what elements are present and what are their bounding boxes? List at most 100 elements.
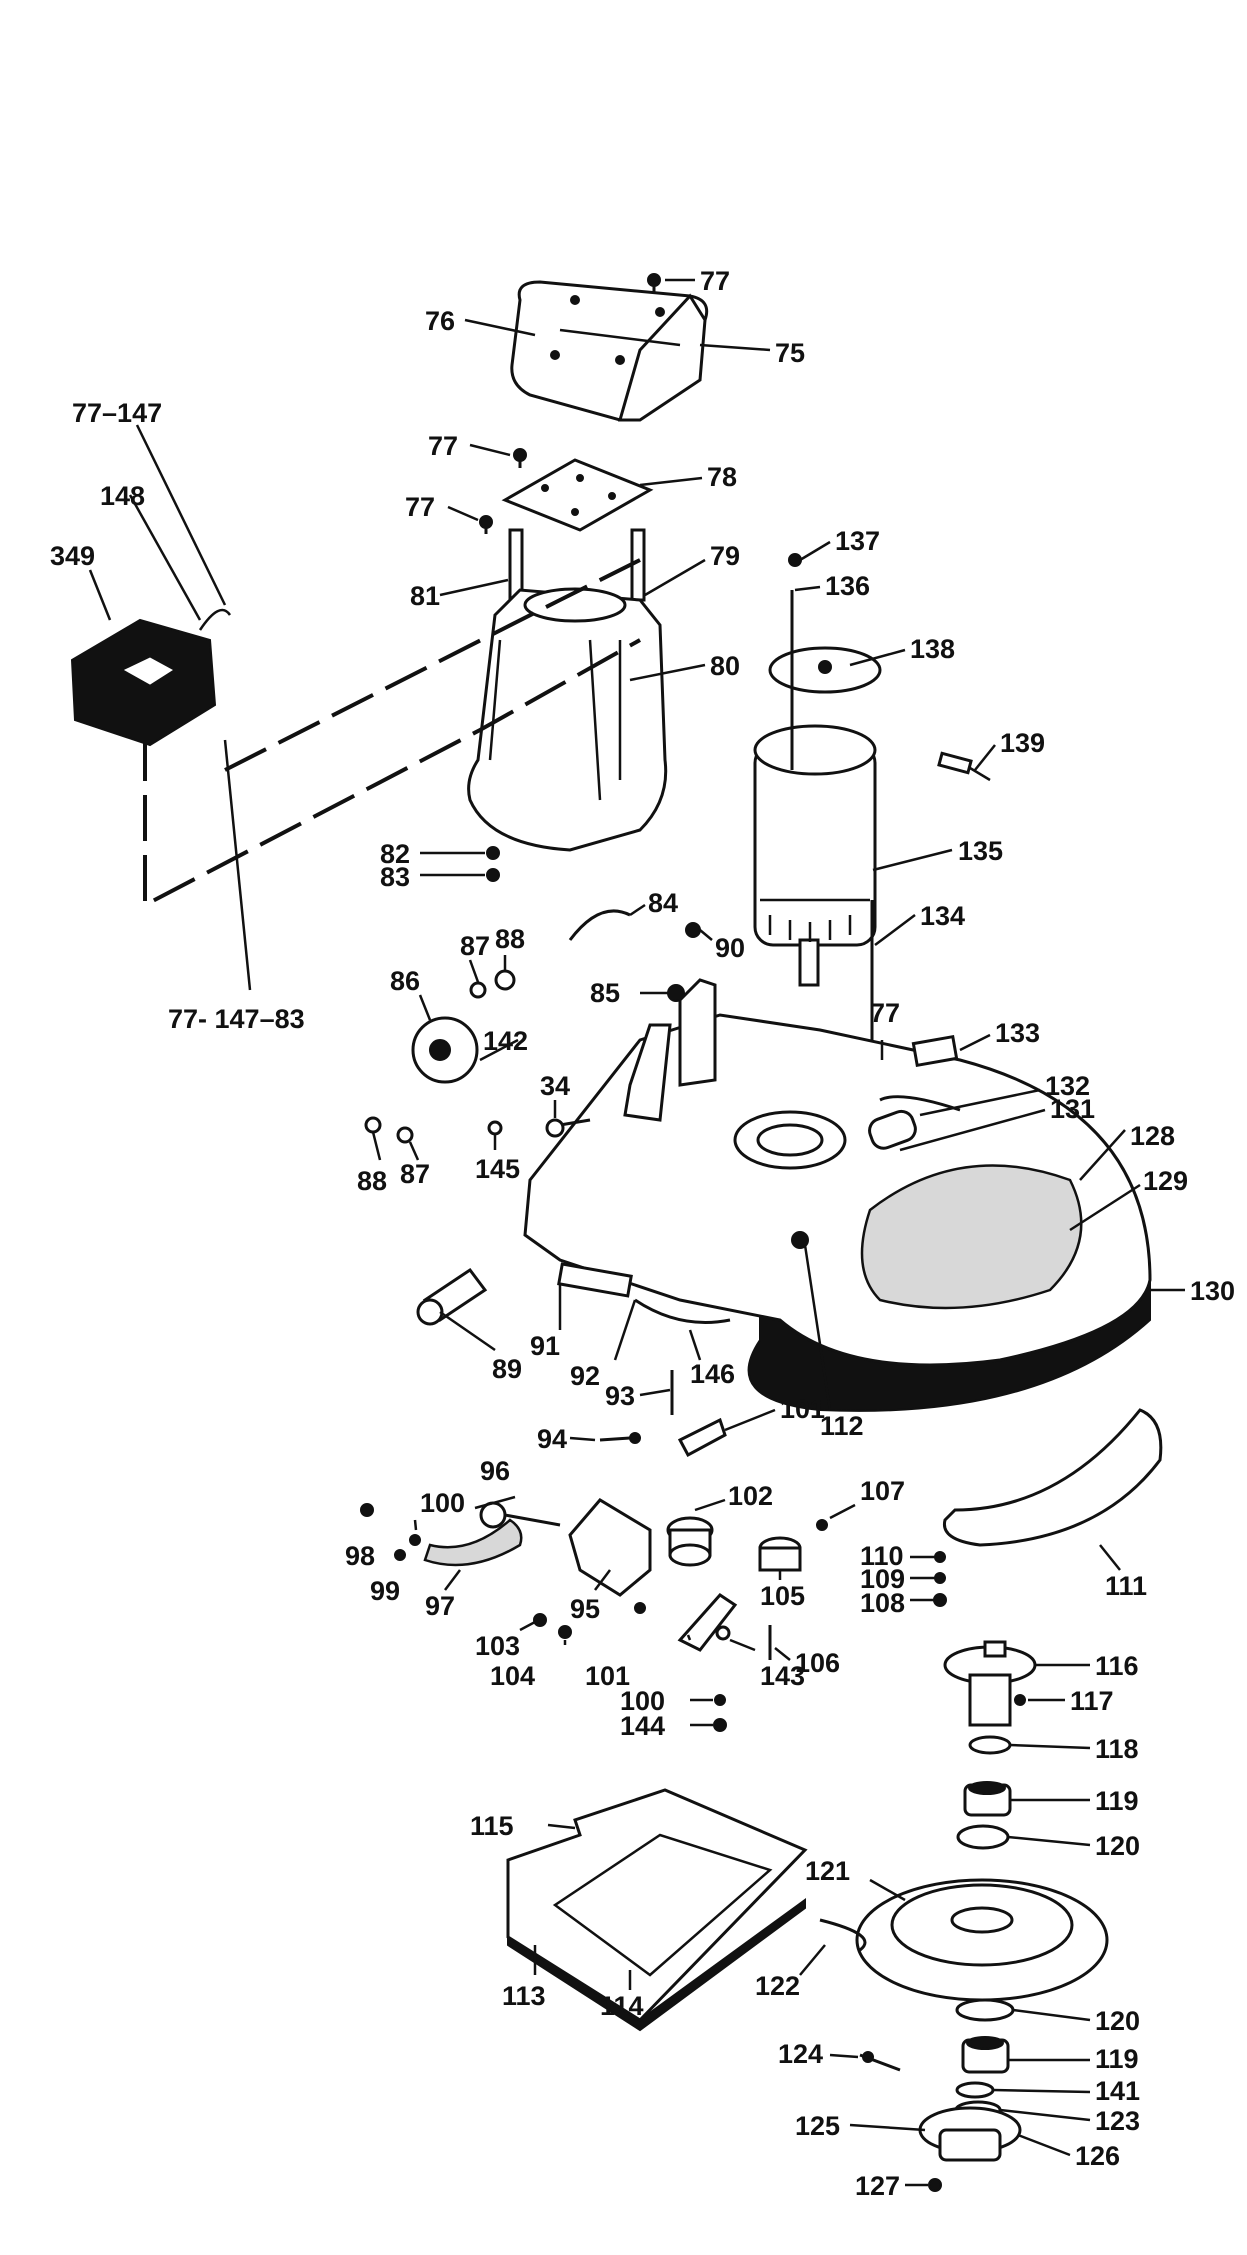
washer-143 (715, 1625, 731, 1641)
label-128: 128 (1130, 1121, 1175, 1151)
washer-109 (934, 1572, 946, 1584)
washer-118 (968, 1735, 1012, 1755)
label-143: 143 (760, 1661, 805, 1691)
top-cover-75 (510, 280, 709, 422)
guard-111 (942, 1408, 1163, 1547)
nut-630 (634, 1602, 646, 1614)
label-116: 116 (1095, 1651, 1139, 1681)
label-110: 110 (860, 1541, 904, 1571)
bracket-91 (557, 1262, 633, 1298)
label-108: 108 (860, 1588, 905, 1618)
label-125: 125 (795, 2111, 840, 2141)
coil-349 (70, 608, 232, 747)
screw-117 (1014, 1694, 1026, 1706)
lead-132 (879, 1095, 961, 1112)
leader-lines (88, 278, 1185, 2187)
label-34: 34 (540, 1071, 570, 1101)
screw-127 (928, 2178, 942, 2192)
flange-86 (411, 1016, 479, 1084)
plate-78 (501, 458, 654, 532)
label-136: 136 (825, 571, 870, 601)
bolt-96 (479, 1501, 561, 1529)
nut-100b (714, 1694, 726, 1706)
label-137: 137 (835, 526, 880, 556)
screw-144 (713, 1718, 727, 1732)
label-87a: 87 (460, 931, 490, 961)
screw-112 (791, 1231, 809, 1249)
label-97: 97 (425, 1591, 455, 1621)
bearing-119a (963, 1781, 1012, 1817)
belt-122 (819, 1918, 867, 1952)
label-77-147: 77–147 (72, 398, 162, 428)
screw-77-left (479, 515, 493, 534)
label-83: 83 (380, 862, 410, 892)
label-100a: 100 (420, 1488, 465, 1518)
label-77-left: 77 (405, 492, 435, 522)
label-129: 129 (1143, 1166, 1188, 1196)
label-115: 115 (470, 1811, 514, 1841)
label-105: 105 (760, 1581, 805, 1611)
label-146: 146 (690, 1359, 735, 1389)
label-130: 130 (1190, 1276, 1235, 1306)
screw-98 (360, 1503, 374, 1517)
label-84: 84 (648, 888, 678, 918)
label-99: 99 (370, 1576, 400, 1606)
switch-133 (911, 1034, 959, 1068)
shoe-97 (423, 1518, 523, 1567)
capacitor-131 (868, 1109, 917, 1150)
label-104: 104 (490, 1661, 535, 1691)
clip-101a (677, 1417, 727, 1458)
cable-77-147 (224, 558, 641, 772)
label-81: 81 (410, 581, 440, 611)
label-89: 89 (492, 1354, 522, 1384)
plate-113 (506, 1788, 808, 2032)
bearing-119b (961, 2036, 1010, 2074)
arms-85 (623, 978, 717, 1122)
pulley-121 (855, 1878, 1109, 2002)
label-124: 124 (778, 2039, 823, 2069)
base-deck-128 (523, 1013, 1152, 1412)
label-142: 142 (483, 1026, 528, 1056)
nut-107 (816, 1519, 828, 1531)
spacer-120a (956, 1824, 1010, 1850)
label-80: 80 (710, 651, 740, 681)
washer-88a (494, 969, 516, 991)
label-120a: 120 (1095, 1831, 1140, 1861)
label-141: 141 (1095, 2076, 1140, 2106)
screw-77-top (647, 273, 661, 292)
cable-77-147-83 (143, 638, 641, 909)
label-88a: 88 (495, 924, 525, 954)
knob-90 (685, 922, 701, 938)
label-94: 94 (537, 1424, 567, 1454)
label-148: 148 (100, 481, 145, 511)
label-77-147-83: 77- 147–83 (168, 1004, 305, 1034)
label-145: 145 (475, 1154, 520, 1184)
label-135: 135 (958, 836, 1003, 866)
screw-94 (599, 1432, 641, 1444)
pin-124 (859, 2051, 901, 2072)
nut-99 (394, 1549, 406, 1561)
label-102: 102 (728, 1481, 773, 1511)
label-77-motor: 77 (870, 998, 900, 1028)
label-101a: 101 (780, 1394, 825, 1424)
washer-88b (364, 1116, 382, 1134)
label-131: 131 (1050, 1094, 1095, 1124)
washer-82 (486, 846, 500, 860)
washer-110 (934, 1551, 946, 1563)
motor-cap-138 (768, 646, 882, 694)
label-111: 111 (1105, 1571, 1147, 1601)
label-109: 109 (860, 1564, 905, 1594)
label-122: 122 (755, 1971, 800, 2001)
spacer-120b (955, 1998, 1015, 2022)
label-113: 113 (502, 1981, 546, 2011)
label-121: 121 (805, 1856, 850, 1886)
label-117: 117 (1070, 1686, 1114, 1716)
pins-81 (508, 528, 646, 602)
label-85: 85 (590, 978, 620, 1008)
label-86: 86 (390, 966, 420, 996)
label-349: 349 (50, 541, 95, 571)
label-79: 79 (710, 541, 740, 571)
hub-116 (943, 1640, 1037, 1727)
plug-85 (667, 984, 685, 1002)
